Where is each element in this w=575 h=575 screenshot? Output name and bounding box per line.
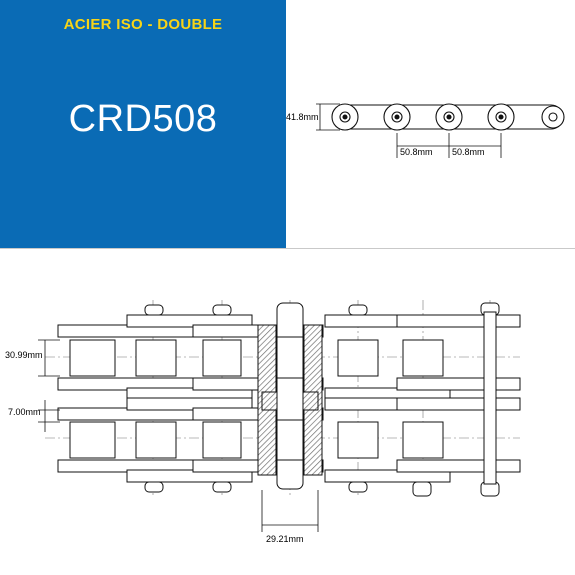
top-view-dimension-lines xyxy=(38,339,319,532)
product-header-panel: ACIER ISO - DOUBLE CRD508 xyxy=(0,0,286,248)
chain-top-view: 30.99mm 7.00mm 29.21mm xyxy=(5,300,521,544)
sectioned-link xyxy=(257,302,323,490)
chain-height-dimension: 41.8mm xyxy=(286,112,319,122)
chain-type-title: ACIER ISO - DOUBLE xyxy=(63,16,223,33)
pitch-dimension-right: 50.8mm xyxy=(452,147,485,157)
chain-side-view: 41.8mm 50.8mm 50.8mm xyxy=(286,103,565,158)
roller-width-dimension: 29.21mm xyxy=(266,534,304,544)
end-pin xyxy=(483,311,497,485)
side-view-dimension-lines xyxy=(316,103,502,158)
pin-heads xyxy=(144,302,500,497)
product-code: CRD508 xyxy=(68,98,218,140)
rollers xyxy=(69,339,444,459)
pitch-dimension-left: 50.8mm xyxy=(400,147,433,157)
plate-height-dimension: 30.99mm xyxy=(5,350,43,360)
side-view-links xyxy=(331,103,565,131)
section-divider xyxy=(0,248,575,249)
transverse-gap-dimension: 7.00mm xyxy=(8,407,41,417)
